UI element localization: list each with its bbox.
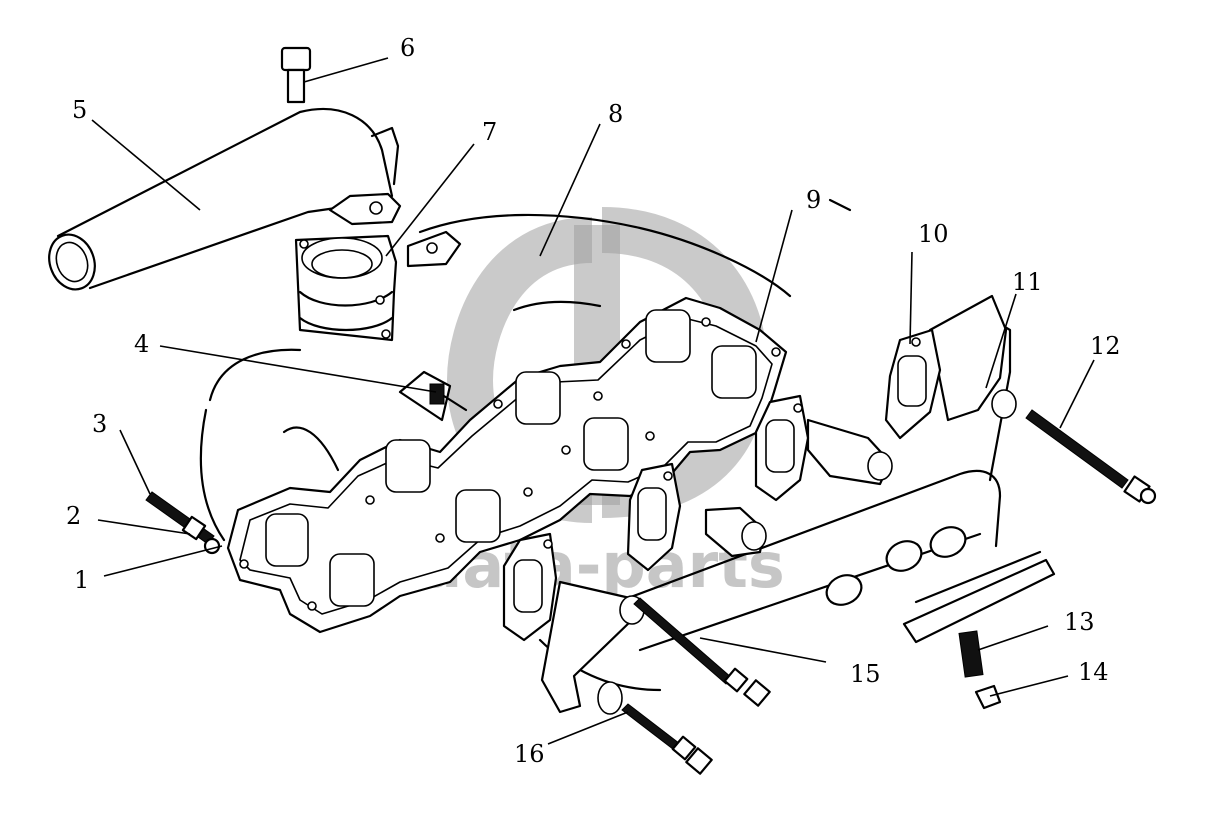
leader-1 [103,545,223,577]
outlet-nut [974,684,1002,710]
coolant-pipe [48,107,402,291]
callout-11: 11 [1012,268,1043,296]
callout-4: 4 [134,330,149,358]
leader-13 [977,625,1049,651]
callout-15: 15 [850,660,881,688]
leader-7 [385,143,475,257]
leader-5 [91,119,201,211]
leader-16 [547,711,629,745]
callout-labels: 1 2 3 4 5 6 7 8 9 10 11 12 13 14 15 16 [66,34,1121,768]
callout-13: 13 [1064,608,1095,636]
callout-9: 9 [806,186,821,214]
callout-7: 7 [482,118,497,146]
leader-12 [1059,359,1095,429]
leader-9 [755,209,793,343]
leader-6 [303,57,389,83]
leader-lines [91,57,1095,745]
callout-8: 8 [608,100,623,128]
outlet-stud [958,630,984,678]
leader-15 [699,637,827,663]
lower-stud-assembly [621,703,713,775]
exhaust-gaskets [502,328,942,642]
callout-14: 14 [1078,658,1109,686]
right-stud-assembly [1025,409,1157,505]
callout-6: 6 [400,34,415,62]
thermostat-housing [294,234,398,342]
left-stud-assembly [145,491,221,555]
callout-16: 16 [514,740,545,768]
leader-3 [119,429,151,495]
callout-10: 10 [918,220,949,248]
callout-1: 1 [74,566,89,594]
leader-4 [159,345,437,393]
leader-10 [909,251,913,345]
manifold-bolt [398,370,468,422]
callout-12: 12 [1090,332,1121,360]
callout-5: 5 [72,96,87,124]
callout-3: 3 [92,410,107,438]
callout-2: 2 [66,502,81,530]
leader-11 [985,293,1017,389]
leader-14 [989,675,1069,697]
leader-8 [539,123,601,257]
manifold-gasket [226,296,788,634]
leader-2 [97,519,191,535]
pipe-bolt [280,46,312,104]
mid-stud-assembly [633,597,771,707]
exhaust-manifold [538,294,1056,715]
